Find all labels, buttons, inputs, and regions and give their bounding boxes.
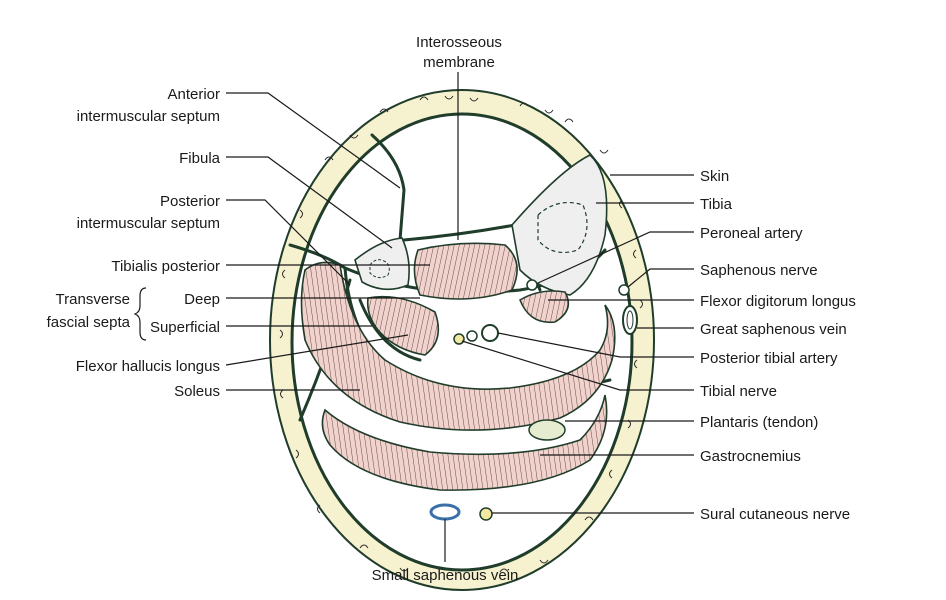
label-plantaris-tendon: Plantaris (tendon) (700, 414, 818, 431)
posterior-tibial-vessel-small (466, 330, 478, 342)
label-tibial-nerve: Tibial nerve (700, 383, 777, 400)
small-saphenous-vein (429, 503, 461, 521)
label-interosseous-membrane-2: membrane (423, 54, 495, 71)
label-peroneal-artery: Peroneal artery (700, 225, 803, 242)
sural-cutaneous-nerve (479, 507, 493, 521)
posterior-tibial-vessel (481, 324, 499, 342)
labels: Interosseous membrane Anterior intermusc… (47, 34, 856, 584)
leader-lines (133, 72, 694, 562)
label-posterior-septum-2: intermuscular septum (77, 215, 220, 232)
label-tibialis-posterior: Tibialis posterior (111, 258, 220, 275)
label-flexor-digitorum-longus: Flexor digitorum longus (700, 293, 856, 310)
peroneal-artery (526, 279, 538, 291)
label-skin: Skin (700, 168, 729, 185)
tibial-nerve (453, 333, 465, 345)
label-sural-cutaneous-nerve: Sural cutaneous nerve (700, 506, 850, 523)
label-transverse-fascial-septa-1: Transverse (56, 291, 130, 308)
plantaris-tendon (528, 419, 566, 441)
saphenous-nerve (618, 284, 630, 296)
label-tibia: Tibia (700, 196, 733, 213)
label-small-saphenous-vein: Small saphenous vein (372, 567, 519, 584)
fibula-bone (354, 237, 410, 291)
label-fibula: Fibula (179, 150, 221, 167)
label-saphenous-nerve: Saphenous nerve (700, 262, 818, 279)
label-anterior-septum-1: Anterior (167, 86, 220, 103)
great-saphenous-vein (622, 305, 638, 335)
label-flexor-hallucis-longus: Flexor hallucis longus (76, 358, 220, 375)
label-anterior-septum-2: intermuscular septum (77, 108, 220, 125)
label-interosseous-membrane-1: Interosseous (416, 34, 502, 51)
label-deep: Deep (184, 291, 220, 308)
label-great-saphenous-vein: Great saphenous vein (700, 321, 847, 338)
label-transverse-fascial-septa-2: fascial septa (47, 314, 131, 331)
label-gastrocnemius: Gastrocnemius (700, 448, 801, 465)
label-posterior-septum-1: Posterior (160, 193, 220, 210)
label-soleus: Soleus (174, 383, 220, 400)
label-posterior-tibial-artery: Posterior tibial artery (700, 350, 838, 367)
label-superficial: Superficial (150, 319, 220, 336)
